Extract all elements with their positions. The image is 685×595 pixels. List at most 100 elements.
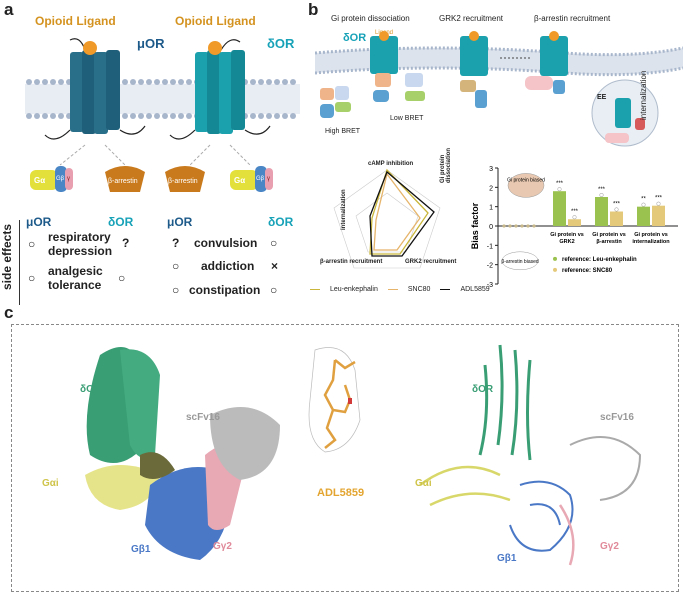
- radar-axis-internalization: internalization: [341, 189, 347, 230]
- density-label-gai: Gαi: [42, 478, 59, 489]
- ribbon-label-dor: δOR: [472, 384, 494, 395]
- row-mu-addiction: ○: [172, 259, 180, 273]
- col-mu-right: μOR: [167, 215, 193, 229]
- y-tick-label: -2: [487, 263, 493, 270]
- gi-biased-blob: [507, 173, 545, 198]
- galpha-label-left: Gα: [34, 176, 46, 185]
- legend-snc80: SNC80: [407, 286, 431, 293]
- baseline-dot: [502, 224, 506, 228]
- row-label-respiratory: respiratory depression: [48, 230, 113, 258]
- significance-label: **: [641, 197, 646, 203]
- step-gi-dissociation: Gi protein dissociation: [331, 14, 410, 23]
- radar-axis-camp: cAMP inhibition: [368, 161, 414, 167]
- data-point: [614, 207, 619, 212]
- row-delta-constipation: ○: [270, 283, 278, 297]
- ribbon-label-gg2: Gγ2: [600, 541, 619, 552]
- bar: [637, 206, 650, 226]
- y-tick-label: 1: [489, 205, 493, 212]
- arrestin-label-left: β-arrestin: [108, 178, 138, 185]
- row-delta-addiction: ×: [271, 259, 279, 273]
- step-grk2: GRK2 recruitment: [439, 14, 504, 23]
- baseline-dot: [532, 224, 536, 228]
- ribbon-model: [419, 344, 642, 566]
- legend-label: reference: Leu-enkephalin: [562, 257, 637, 263]
- step-arrestin: β-arrestin recruitment: [534, 14, 611, 23]
- mu-receptor-shape: [44, 38, 146, 140]
- mu-receptor-label: μOR: [137, 36, 165, 51]
- radar-series-leu: [369, 168, 429, 255]
- arrestin-icon-right: [165, 166, 205, 192]
- row-delta-convulsion: ○: [270, 236, 278, 250]
- bar: [595, 197, 608, 226]
- ligand-label-left: Opioid Ligand: [35, 14, 116, 28]
- arrestin-label-right: β-arrestin: [168, 178, 198, 185]
- row-mu-convulsion: ?: [172, 236, 180, 250]
- gbeta-label-right: Gβ: [256, 176, 265, 182]
- baseline-dot: [514, 224, 518, 228]
- legend-label: reference: SNC80: [562, 268, 613, 274]
- arrestin-biased-blob: [501, 251, 539, 271]
- bar: [568, 219, 581, 226]
- receptor-membrane-illustration: [25, 38, 300, 192]
- delta-receptor-shape: [169, 39, 271, 140]
- pathway-receptor-label: δOR: [343, 32, 367, 44]
- data-point: [641, 202, 646, 207]
- row-label-constipation: constipation: [189, 283, 261, 297]
- data-point: [572, 215, 577, 220]
- g-protein-icon-right: [230, 170, 258, 190]
- pathway-illustration: [315, 31, 683, 147]
- row-label-analgesic: analgesic tolerance: [48, 264, 103, 292]
- baseline-dot: [508, 224, 512, 228]
- significance-label: ***: [613, 202, 621, 208]
- arrestin-biased-annotation: β-arrestin biased: [501, 259, 539, 265]
- row-delta-analgesic: ○: [118, 271, 126, 285]
- bar: [652, 205, 665, 226]
- data-point: [599, 192, 604, 198]
- row-label-addiction: addiction: [201, 259, 255, 273]
- row-delta-respiratory: ?: [122, 236, 130, 250]
- data-point: [656, 201, 661, 206]
- gbeta-label-left: Gβ: [56, 176, 65, 182]
- bar: [553, 191, 566, 226]
- cryo-em-density-map: [85, 347, 280, 560]
- gi-biased-annotation: Gi protein biased: [507, 178, 545, 184]
- internalization-label: internalization: [639, 70, 648, 120]
- y-tick-label: 0: [489, 224, 493, 231]
- radar-axis-grk2: GRK2 recruitment: [405, 259, 457, 265]
- ligand-density-image: [308, 347, 361, 453]
- gamma-label-right: γ: [267, 176, 270, 182]
- galpha-label-right: Gα: [234, 176, 246, 185]
- y-tick-label: -3: [487, 282, 493, 289]
- radar-series-snc80: [373, 172, 421, 251]
- panel-c-frame: [11, 324, 679, 592]
- density-label-gg2: Gγ2: [213, 541, 232, 552]
- arrestin-icon-left: [105, 166, 145, 192]
- density-label-gb1: Gβ1: [131, 544, 151, 555]
- legend-adl: ADL5859: [460, 286, 490, 293]
- significance-label: ***: [556, 181, 564, 187]
- g-protein-icon-left: [30, 170, 58, 190]
- baseline-dot: [520, 224, 524, 228]
- ribbon-label-scfv: scFv16: [600, 412, 634, 423]
- panel-a-letter: a: [4, 0, 14, 19]
- ribbon-label-gai: Gαi: [415, 478, 432, 489]
- baseline-dot: [526, 224, 530, 228]
- panel-b-letter: b: [308, 0, 319, 19]
- row-mu-respiratory: ○: [28, 237, 36, 251]
- delta-receptor-label: δOR: [267, 36, 295, 51]
- y-tick-label: -1: [487, 243, 493, 250]
- density-label-dor: δOR: [80, 384, 102, 395]
- y-axis-label: Bias factor: [470, 202, 480, 249]
- y-tick-label: 3: [489, 166, 493, 173]
- radar-series-adl: [369, 170, 435, 257]
- ribbon-label-gb1: Gβ1: [497, 553, 517, 564]
- col-delta-left: δOR: [108, 215, 134, 229]
- significance-label: ***: [571, 209, 579, 215]
- y-tick-label: 2: [489, 185, 493, 192]
- radar-axis-arrestin: β-arrestin recruitment: [320, 259, 383, 265]
- bar: [610, 211, 623, 226]
